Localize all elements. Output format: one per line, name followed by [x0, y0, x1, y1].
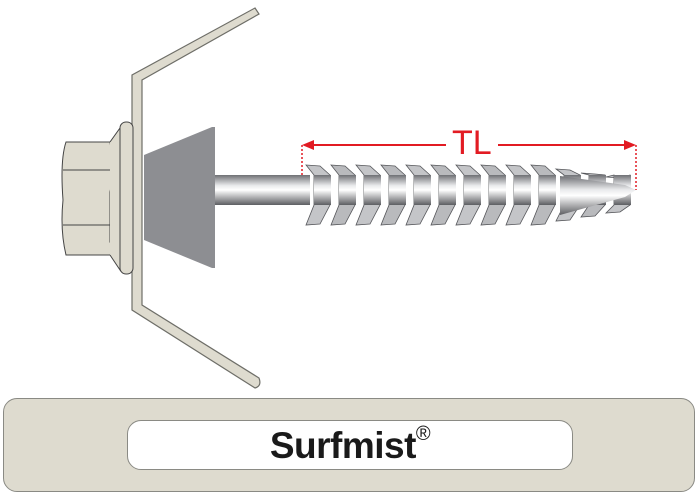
registered-trademark: ® [415, 423, 431, 445]
thread-root [364, 175, 381, 205]
sealing-washer [144, 127, 215, 268]
thread-root [539, 175, 556, 205]
colour-label-box: Surfmist® [127, 420, 573, 470]
arrow-left-icon [302, 140, 314, 150]
colour-name: Surfmist [269, 425, 417, 466]
thread-root [514, 175, 531, 205]
screw-shank [215, 175, 310, 205]
thread-root [314, 175, 331, 205]
tl-label: TL [452, 124, 492, 162]
thread-root [339, 175, 356, 205]
thread-root [389, 175, 406, 205]
arrow-right-icon [624, 140, 636, 150]
roof-sheet [131, 7, 261, 389]
thread-root [439, 175, 456, 205]
tl-dimension [301, 140, 637, 190]
screw-tip [560, 176, 636, 215]
thread-root [414, 175, 431, 205]
thread-root [464, 175, 481, 205]
thread-root [489, 175, 506, 205]
hex-head [61, 121, 134, 275]
